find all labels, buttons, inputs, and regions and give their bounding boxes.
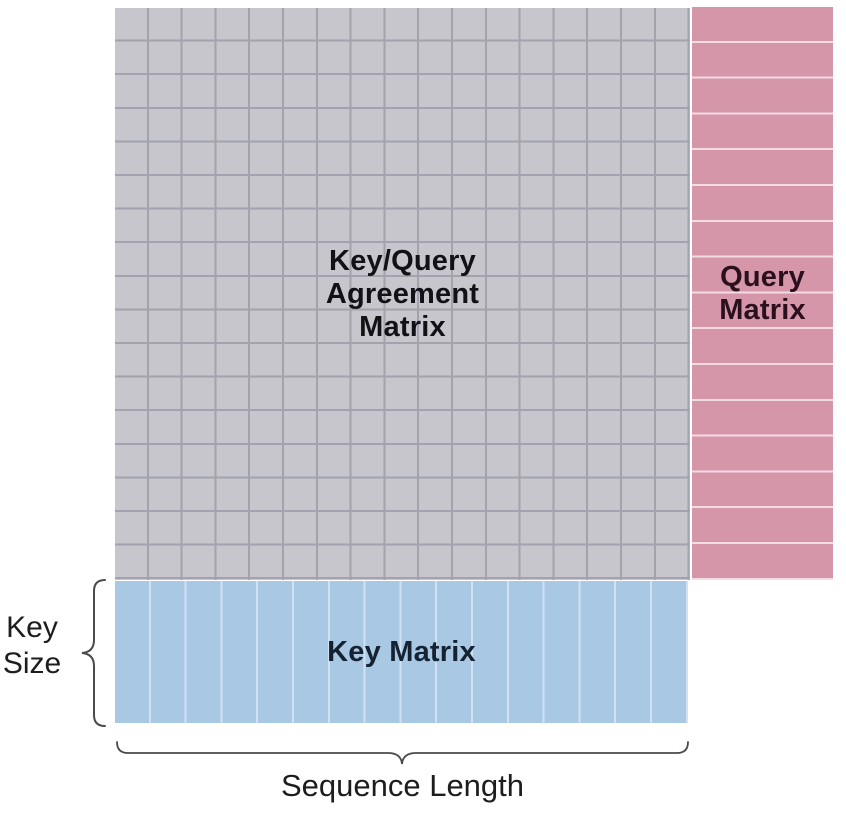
query-label-line-1: Query — [720, 260, 805, 293]
key-size-label: Key Size — [0, 610, 64, 682]
key-size-label-line-1: Key — [6, 611, 58, 644]
sequence-length-brace — [115, 738, 690, 768]
agreement-label-line-2: Agreement — [325, 277, 480, 310]
agreement-matrix-label: Key/Query Agreement Matrix — [326, 245, 479, 344]
key-size-brace — [78, 577, 110, 729]
agreement-label-line-1: Key/Query — [329, 244, 476, 277]
key-size-label-line-2: Size — [2, 647, 62, 680]
agreement-label-line-3: Matrix — [359, 310, 446, 343]
key-matrix-label: Key Matrix — [327, 635, 476, 668]
query-label-line-2: Matrix — [719, 293, 806, 326]
query-matrix: Query Matrix — [692, 7, 833, 580]
key-matrix: Key Matrix — [115, 581, 688, 723]
query-matrix-label: Query Matrix — [719, 261, 806, 327]
agreement-matrix: Key/Query Agreement Matrix — [115, 8, 690, 580]
sequence-length-label: Sequence Length — [280, 768, 525, 803]
